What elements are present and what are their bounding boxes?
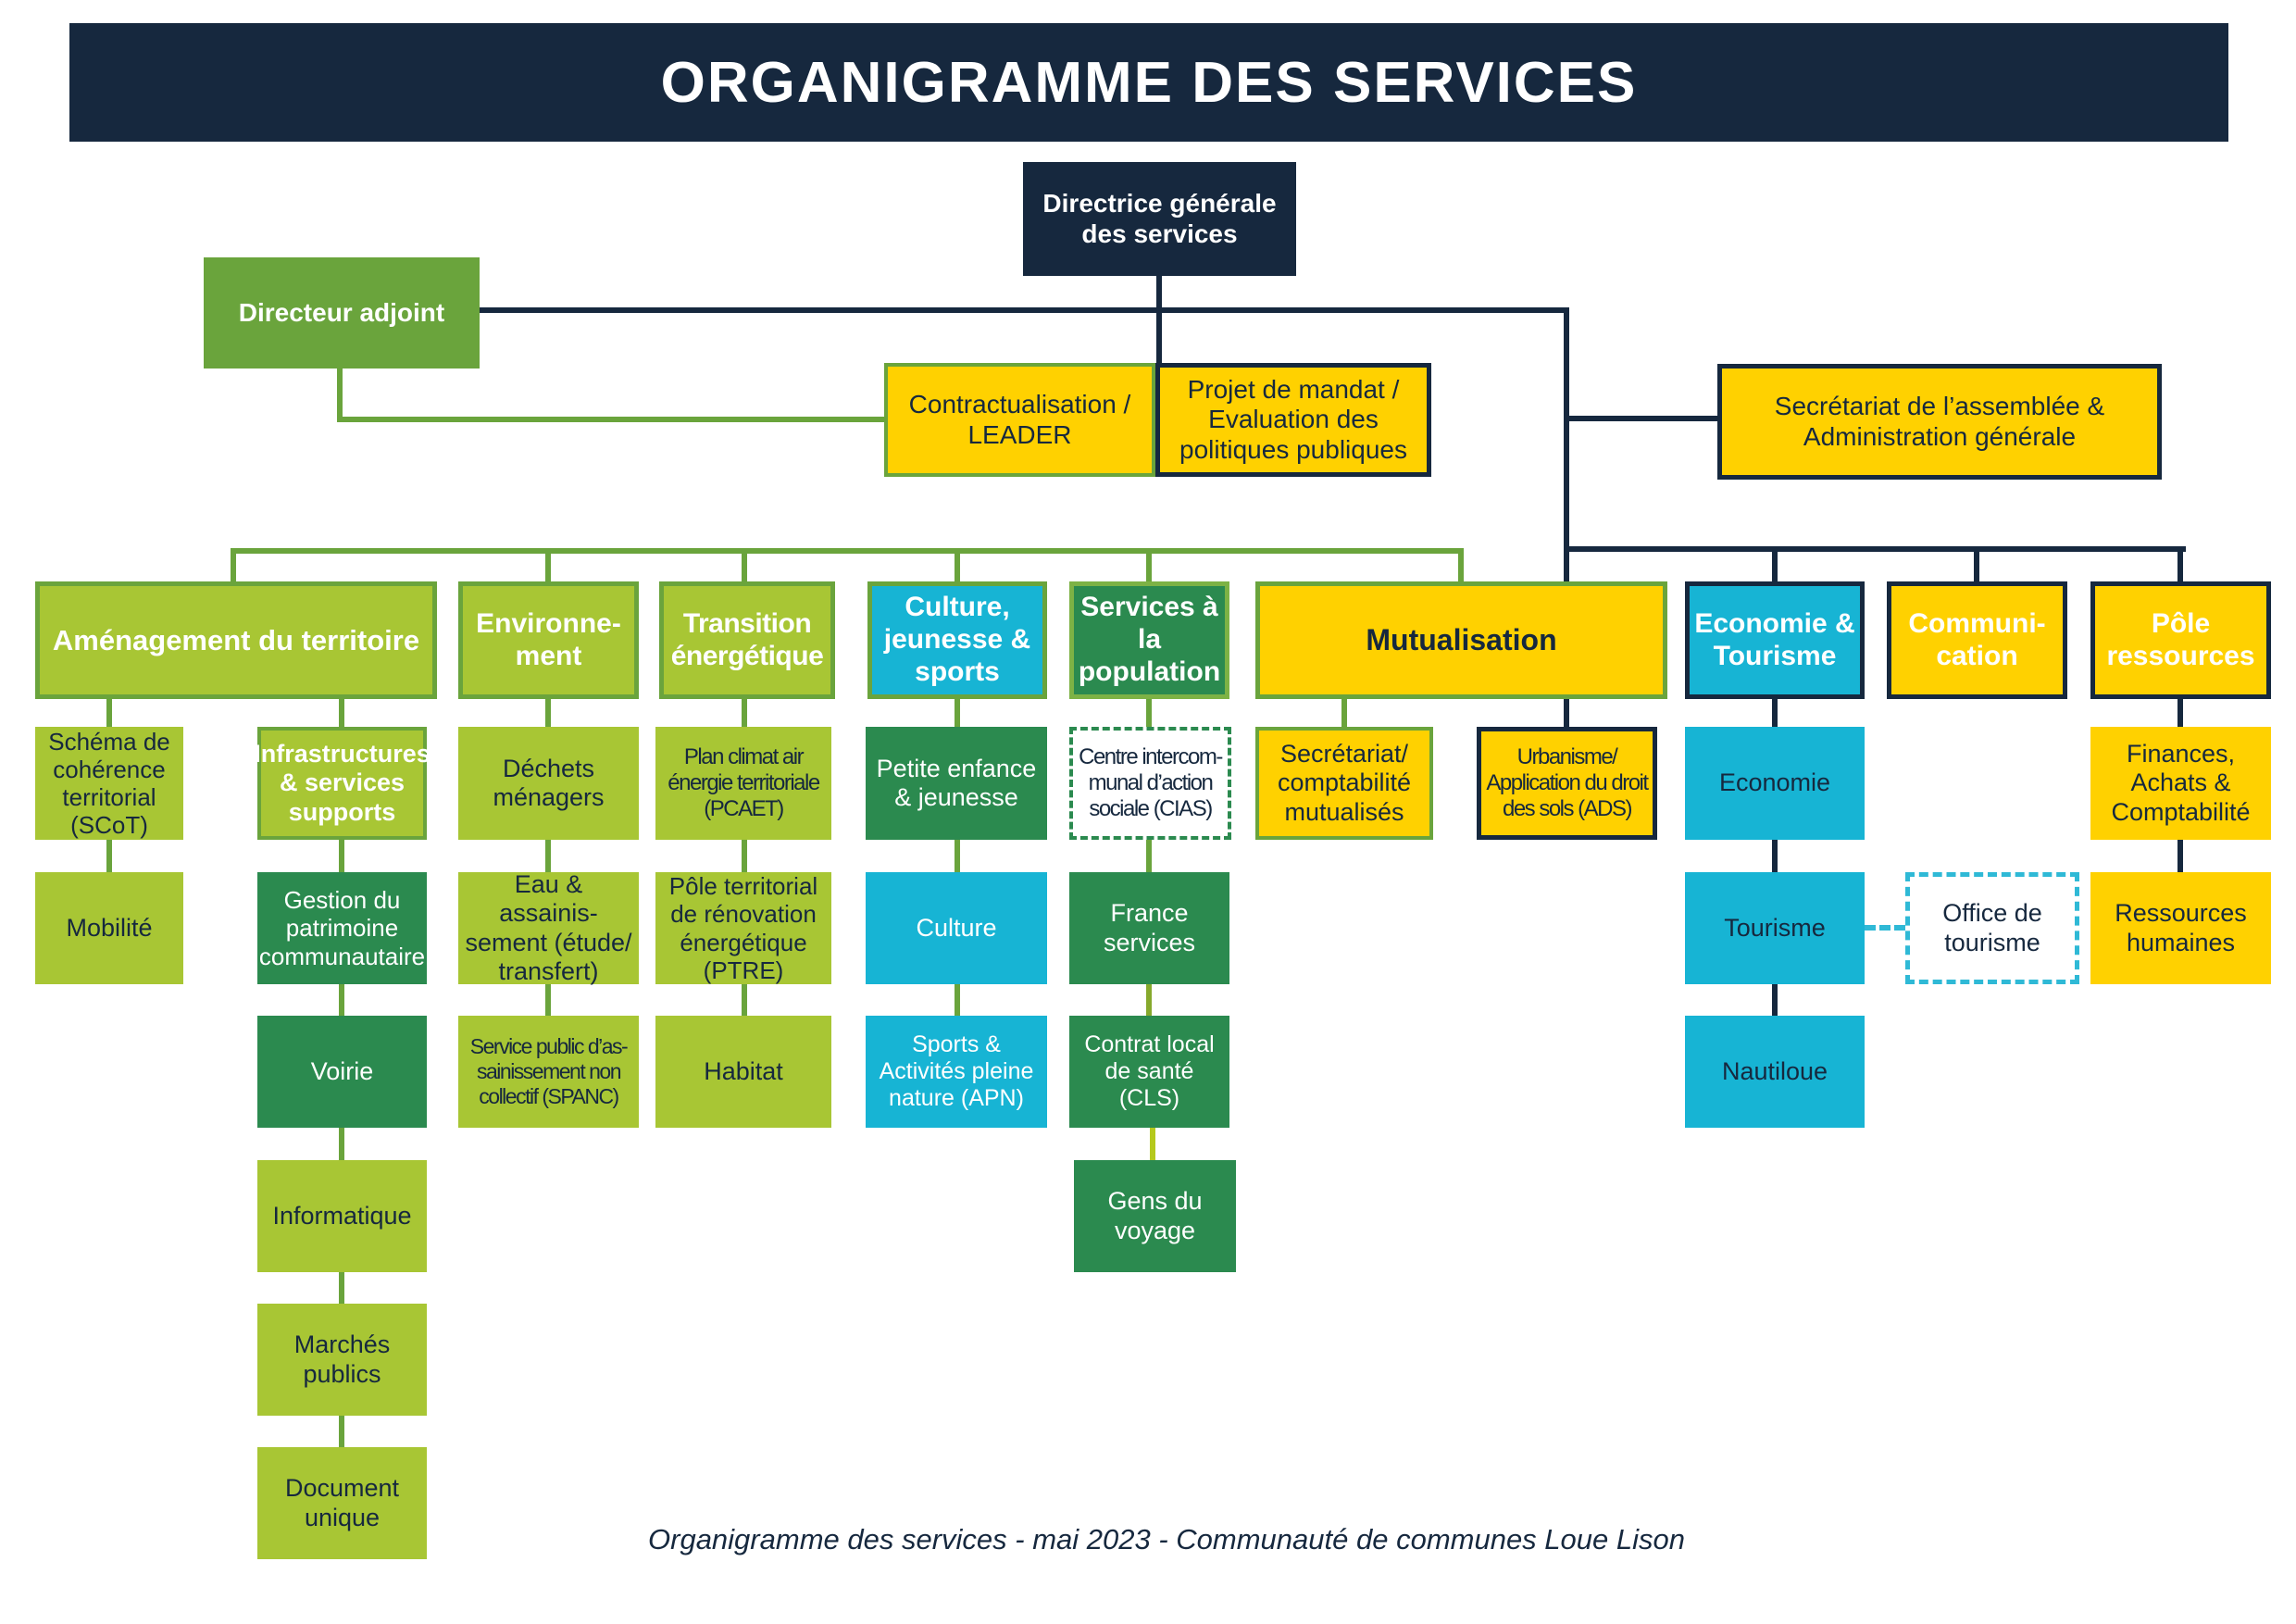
connector-ptre-habitat <box>742 984 747 1016</box>
box-projet-de-mandat: Projet de mandat / Evaluation des politi… <box>1155 363 1431 477</box>
connector-trunk-vertical <box>1564 313 1569 583</box>
connector-ecohdr-economie <box>1772 699 1778 727</box>
dept-services-population: Services à la population <box>1069 581 1229 699</box>
box-urbanisme-ads: Urbanisme/ Application du droit des sols… <box>1477 727 1657 840</box>
connector-dechets-eau <box>545 840 551 872</box>
connector-adjoint-down <box>337 369 343 422</box>
connector-amenagement-scot <box>106 699 112 727</box>
box-spanc: Service public d’as-sainissement non col… <box>458 1016 639 1128</box>
page-title: ORGANIGRAMME DES SERVICES <box>69 23 2228 142</box>
box-secretariat-comptabilite-mutualises: Secrétariat/ comptabilité mutualisés <box>1255 727 1433 840</box>
box-directeur-adjoint: Directeur adjoint <box>204 257 480 369</box>
dept-transition-energetique: Transition énergétique <box>659 581 835 699</box>
box-gens-du-voyage: Gens du voyage <box>1074 1160 1236 1272</box>
connector-voirie-informatique <box>339 1128 344 1160</box>
connector-eau-spanc <box>545 984 551 1016</box>
connector-pole-finances <box>2177 699 2183 727</box>
connector-tourisme-office-dashed <box>1865 925 1905 931</box>
connector-france-services-cls <box>1146 984 1152 1016</box>
dept-economie-tourisme: Economie & Tourisme <box>1685 581 1865 699</box>
connector-drop-environnement <box>545 554 551 581</box>
box-sports-apn: Sports & Activités pleine nature (APN) <box>866 1016 1047 1128</box>
connector-drop-amenagement <box>231 554 236 581</box>
box-france-services: France services <box>1069 872 1229 984</box>
connector-gestion-voirie <box>339 984 344 1016</box>
dept-mutualisation: Mutualisation <box>1255 581 1667 699</box>
connector-mutualisation-secretariat-compta <box>1341 699 1347 727</box>
box-pcaet: Plan climat air énergie territoriale (PC… <box>655 727 831 840</box>
box-document-unique: Document unique <box>257 1447 427 1559</box>
connector-pcaet-ptre <box>742 840 747 872</box>
box-gestion-patrimoine-communautaire: Gestion du patrimoine communautaire <box>257 872 427 984</box>
connector-informatique-marches <box>339 1272 344 1304</box>
dept-amenagement-territoire: Aménagement du territoire <box>35 581 437 699</box>
connector-drop-services <box>1146 554 1152 581</box>
box-tourisme: Tourisme <box>1685 872 1865 984</box>
box-contrat-local-sante: Contrat local de santé (CLS) <box>1069 1016 1229 1128</box>
box-habitat: Habitat <box>655 1016 831 1128</box>
box-scot: Schéma de cohérence territorial (SCoT) <box>35 727 183 840</box>
dept-culture-jeunesse-sports: Culture, jeunesse & sports <box>867 581 1047 699</box>
box-office-de-tourisme: Office de tourisme <box>1905 872 2079 984</box>
connector-finances-rh <box>2177 840 2183 872</box>
box-economie: Economie <box>1685 727 1865 840</box>
box-contractualisation-leader: Contractualisation / LEADER <box>884 363 1155 477</box>
connector-trunk-secretariat <box>1569 416 1717 421</box>
connector-infrastructures-gestion <box>339 840 344 872</box>
box-finances-achats-comptabilite: Finances, Achats & Comptabilité <box>2090 727 2271 840</box>
connector-economie-tourisme <box>1772 840 1778 872</box>
connector-cls-gens-du-voyage <box>1150 1128 1155 1160</box>
box-directrice-generale: Directrice générale des services <box>1023 162 1296 276</box>
dept-pole-ressources: Pôle ressources <box>2090 581 2271 699</box>
connector-drop-transition <box>742 554 747 581</box>
box-ptre: Pôle territorial de rénovation énergétiq… <box>655 872 831 984</box>
connector-drop-mutualisation <box>1458 548 1464 581</box>
connector-petite-enfance-culture <box>955 840 960 872</box>
connector-cias-france-services <box>1146 840 1152 872</box>
connector-right-branch <box>1564 546 2186 552</box>
box-marches-publics: Marchés publics <box>257 1304 427 1416</box>
footer-caption: Organigramme des services - mai 2023 - C… <box>648 1523 1685 1555</box>
box-eau-assainissement: Eau & assainis-sement (étude/ transfert) <box>458 870 639 985</box>
connector-marches-document <box>339 1416 344 1447</box>
connector-drop-pole <box>2177 552 2183 581</box>
connector-tourisme-nautiloue <box>1772 984 1778 1016</box>
box-mobilite: Mobilité <box>35 872 183 984</box>
box-cias: Centre intercom-munal d’action sociale (… <box>1069 727 1231 840</box>
box-culture: Culture <box>866 872 1047 984</box>
connector-dgs-down <box>1156 276 1162 311</box>
dept-communication: Communi-cation <box>1887 581 2067 699</box>
connector-culture-sports <box>955 984 960 1016</box>
connector-scot-mobilite <box>106 840 112 872</box>
connector-amenagement-infrastructures <box>339 699 344 727</box>
box-infrastructures-services-supports: Infrastructures & services supports <box>254 727 430 840</box>
connector-adjoint-contractualisation <box>337 417 884 422</box>
dept-environnement: Environne-ment <box>458 581 639 699</box>
connector-transition-pcaet <box>742 699 747 727</box>
connector-mutualisation-ads <box>1564 699 1569 727</box>
connector-drop-communication <box>1974 552 1979 581</box>
box-informatique: Informatique <box>257 1160 427 1272</box>
connector-drop-economie-hdr <box>1772 552 1778 581</box>
connector-green-branch <box>231 548 1464 554</box>
connector-culturehdr-petite-enfance <box>955 699 960 727</box>
connector-environnement-dechets <box>545 699 551 727</box>
connector-drop-culture <box>955 554 960 581</box>
box-nautiloue: Nautiloue <box>1685 1016 1865 1128</box>
box-secretariat-assemblee: Secrétariat de l’assemblée & Administrat… <box>1717 364 2162 480</box>
box-ressources-humaines: Ressources humaines <box>2090 872 2271 984</box>
box-petite-enfance-jeunesse: Petite enfance & jeunesse <box>866 727 1047 840</box>
connector-dgs-projet <box>1156 313 1162 363</box>
box-voirie: Voirie <box>257 1016 427 1128</box>
connector-main-horizontal <box>480 307 1569 313</box>
box-dechets-menagers: Déchets ménagers <box>458 727 639 840</box>
connector-services-cias <box>1146 699 1152 727</box>
